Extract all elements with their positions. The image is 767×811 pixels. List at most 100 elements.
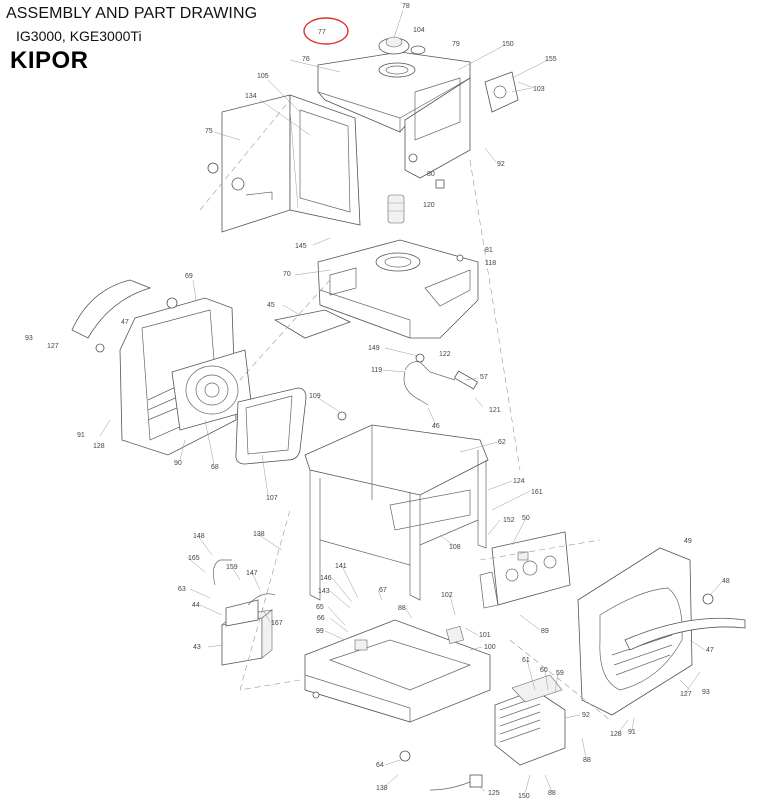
- part-label-161: 161: [531, 489, 543, 496]
- inverter-module-drawing: [494, 674, 566, 766]
- part-label-102: 102: [441, 592, 453, 599]
- part-label-47: 47: [121, 319, 129, 326]
- part-label-59: 59: [556, 670, 564, 677]
- drawing-title: ASSEMBLY AND PART DRAWING: [6, 5, 258, 22]
- part-label-89: 89: [541, 628, 549, 635]
- part-label-122: 122: [439, 351, 451, 358]
- part-label-65: 65: [316, 604, 324, 611]
- part-label-150: 150: [502, 41, 514, 48]
- part-label-77: 77: [318, 29, 326, 36]
- part-label-61: 61: [522, 657, 530, 664]
- part-label-81: 81: [485, 247, 493, 254]
- part-label-101: 101: [479, 632, 491, 639]
- part-label-134: 134: [245, 93, 257, 100]
- control-plate-drawing: [484, 71, 535, 113]
- part-label-127b: 127: [680, 691, 692, 698]
- part-label-80: 80: [427, 171, 435, 178]
- base-plate-drawing: [304, 619, 491, 723]
- side-panel-drawing: [207, 94, 361, 233]
- part-label-68: 68: [211, 464, 219, 471]
- part-label-100: 100: [484, 644, 496, 651]
- highlight-circle-part-77: [303, 17, 349, 45]
- part-label-90: 90: [174, 460, 182, 467]
- part-label-76: 76: [302, 56, 310, 63]
- part-label-149: 149: [368, 345, 380, 352]
- part-label-148: 148: [193, 533, 205, 540]
- fuel-filter-drawing: [387, 194, 405, 224]
- part-label-150b: 150: [518, 793, 530, 800]
- part-label-159: 159: [226, 564, 238, 571]
- battery-drawing: [221, 599, 274, 666]
- part-label-48: 48: [722, 578, 730, 585]
- nut-80-drawing: [435, 179, 445, 189]
- part-label-128b: 128: [610, 731, 622, 738]
- part-label-43: 43: [193, 644, 201, 651]
- part-label-88c: 88: [548, 790, 556, 797]
- model-numbers: IG3000, KGE3000Ti: [16, 28, 142, 44]
- part-label-143: 143: [318, 588, 330, 595]
- part-label-49: 49: [684, 538, 692, 545]
- part-label-108: 108: [449, 544, 461, 551]
- part-label-109: 109: [309, 393, 321, 400]
- part-label-99: 99: [316, 628, 324, 635]
- part-label-75: 75: [205, 128, 213, 135]
- part-label-93: 93: [25, 335, 33, 342]
- top-cover-drawing: [317, 51, 471, 179]
- part-label-62: 62: [498, 439, 506, 446]
- part-label-44: 44: [192, 602, 200, 609]
- breather-hose-right-drawing: [624, 617, 746, 651]
- connector-125-drawing: [469, 774, 483, 788]
- part-label-119: 119: [371, 367, 382, 374]
- part-label-165: 165: [188, 555, 200, 562]
- part-label-138: 138: [253, 531, 265, 538]
- fuel-line-drawing: [404, 361, 456, 381]
- part-label-138b: 138: [376, 785, 388, 792]
- part-label-91: 91: [77, 432, 85, 439]
- heat-shield-drawing: [273, 309, 352, 339]
- part-label-70: 70: [283, 271, 291, 278]
- part-label-141: 141: [335, 563, 347, 570]
- frame-drawing: [304, 424, 489, 601]
- part-label-66: 66: [317, 615, 325, 622]
- part-label-121: 121: [489, 407, 501, 414]
- brand-logo: KIPOR: [10, 47, 89, 74]
- part-label-105: 105: [257, 73, 269, 80]
- part-label-91b: 91: [628, 729, 636, 736]
- part-label-104: 104: [413, 27, 425, 34]
- part-label-124: 124: [513, 478, 525, 485]
- part-label-107: 107: [266, 495, 278, 502]
- part-labels: 78 77 104 79 150 76 155 103 105 134 75 9…: [25, 3, 730, 800]
- part-label-47b: 47: [706, 647, 714, 654]
- part-label-88b: 88: [583, 757, 591, 764]
- leader-lines: [99, 44, 723, 794]
- part-label-127: 127: [47, 343, 59, 350]
- part-label-67: 67: [379, 587, 387, 594]
- part-label-46: 46: [432, 423, 440, 430]
- washer-80-drawing: [408, 153, 418, 163]
- part-label-93b: 93: [702, 689, 710, 696]
- part-label-152: 152: [503, 517, 515, 524]
- part-label-145: 145: [295, 243, 307, 250]
- part-label-167: 167: [271, 620, 283, 627]
- part-label-147: 147: [246, 570, 258, 577]
- breather-hose-left-drawing: [71, 279, 152, 339]
- part-label-78: 78: [402, 3, 410, 10]
- part-label-155: 155: [545, 56, 557, 63]
- part-label-50: 50: [522, 515, 530, 522]
- part-label-103: 103: [533, 86, 545, 93]
- part-label-60: 60: [540, 667, 548, 674]
- part-label-69: 69: [185, 273, 193, 280]
- fuel-tank-drawing: [317, 239, 479, 339]
- part-label-88: 88: [398, 605, 406, 612]
- battery-cable-drawing: [213, 559, 232, 586]
- front-cover-drawing: [577, 547, 714, 716]
- control-panel-drawing: [479, 531, 571, 609]
- part-label-118: 118: [485, 260, 496, 267]
- part-label-120: 120: [423, 202, 435, 209]
- part-label-125: 125: [488, 790, 500, 797]
- mount-foot-drawing: [399, 750, 411, 762]
- part-label-64: 64: [376, 762, 384, 769]
- part-label-146: 146: [320, 575, 332, 582]
